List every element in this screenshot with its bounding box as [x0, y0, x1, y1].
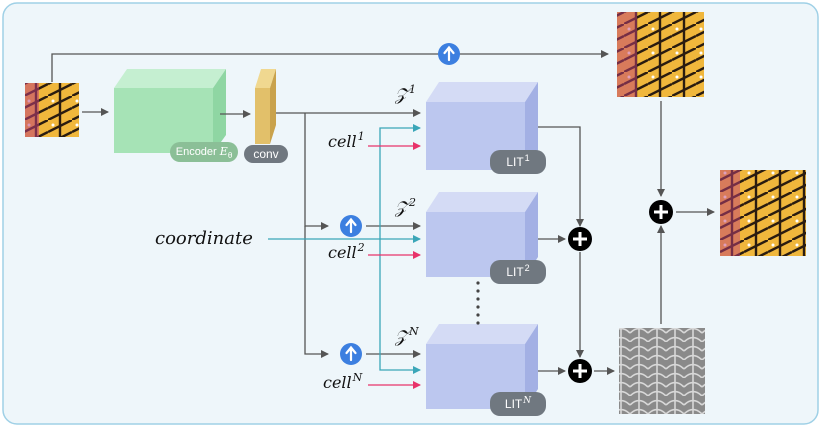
ellipsis-dots — [476, 281, 480, 325]
plus-icon — [649, 200, 673, 224]
cell-label-1: cell1 — [328, 130, 365, 151]
cell-label-2: cell2 — [328, 241, 365, 262]
lit1-output-arrow — [538, 126, 584, 227]
z-label-1: 𝒵1 — [395, 83, 416, 105]
lit-tag-n: LITN — [490, 392, 546, 416]
coordinate-arrow-1 — [379, 124, 421, 239]
encoder-tag: Encoder Eθ — [170, 142, 238, 162]
upsample-icon — [438, 43, 460, 65]
input-image — [25, 83, 79, 137]
feature-branch-n — [304, 226, 329, 358]
z-label-2: 𝒵2 — [395, 196, 416, 218]
upsample-icon — [340, 215, 362, 237]
coordinate-arrow-n — [379, 239, 421, 374]
plus-icon — [568, 359, 592, 383]
coordinate-label: coordinate — [155, 228, 253, 249]
lit-tag-1: LIT1 — [490, 150, 546, 174]
cell-label-n: cellN — [323, 371, 363, 392]
z-label-n: 𝒵N — [395, 325, 419, 347]
plus-icon — [568, 227, 592, 251]
upsampled-image — [617, 12, 704, 97]
output-image — [720, 170, 806, 256]
lit-tag-2: LIT2 — [490, 260, 546, 284]
upsample-icon — [340, 343, 362, 365]
residual-image — [619, 328, 705, 414]
encoder-box — [114, 69, 226, 153]
conv-tag: conv — [244, 145, 288, 163]
skip-arrow — [51, 50, 609, 82]
conv-layer — [255, 69, 276, 144]
